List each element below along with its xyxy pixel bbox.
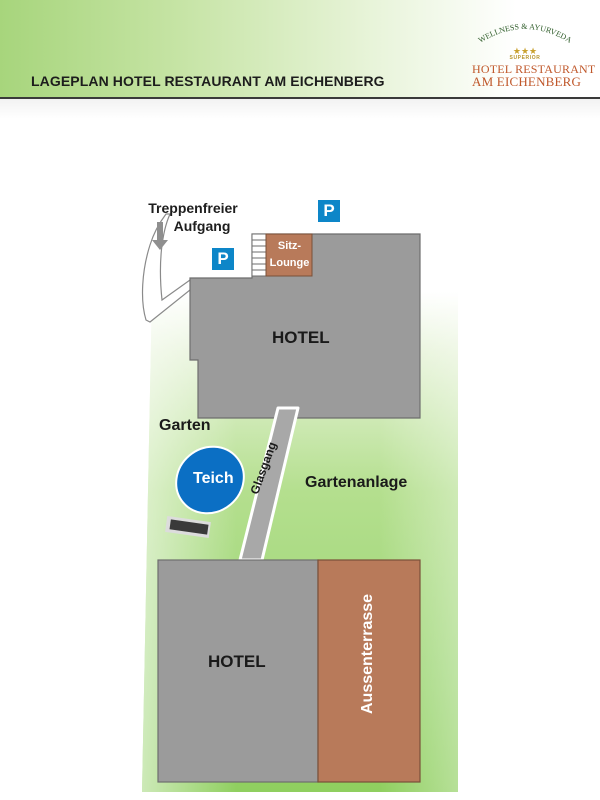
stair-free-access-label: Treppenfreier Aufgang	[143, 199, 243, 235]
logo-stars: ★★★	[513, 46, 537, 56]
parking-sign: P	[318, 200, 340, 222]
parking-sign: P	[212, 248, 234, 270]
entrance-steps	[251, 233, 267, 277]
logo-name-line1: HOTEL RESTAURANT	[472, 62, 596, 76]
garden-grounds-label: Gartenanlage	[305, 474, 408, 491]
pond-label: Teich	[193, 470, 234, 487]
stair-free-access-line1: Treppenfreier	[148, 200, 238, 216]
logo-name-line2: AM EICHENBERG	[472, 74, 582, 89]
stair-free-access-line2: Aufgang	[173, 218, 231, 234]
header-shadow	[0, 99, 600, 119]
header-band	[0, 0, 600, 98]
logo-superior: SUPERIOR	[509, 55, 541, 61]
outdoor-terrace	[317, 559, 421, 783]
sitz-lounge-label: Sitz- Lounge	[266, 238, 313, 272]
garden-bench-icon	[165, 516, 211, 538]
sitz-lounge-line2: Lounge	[269, 257, 310, 269]
garden-label: Garten	[159, 417, 211, 434]
logo-arc-graphic: WELLNESS & AYURVEDA ★★★	[477, 22, 574, 56]
hotel-building-lower	[157, 559, 319, 783]
hotel-upper-label: HOTEL	[272, 328, 330, 347]
pond	[175, 445, 245, 515]
page-title: LAGEPLAN HOTEL RESTAURANT AM EICHENBERG	[31, 73, 385, 89]
sitz-lounge	[265, 233, 313, 277]
hotel-lower-label: HOTEL	[208, 652, 266, 671]
access-arrow-icon	[152, 222, 168, 250]
hotel-logo: WELLNESS & AYURVEDA ★★★ SUPERIOR HOTEL R…	[472, 18, 596, 90]
header-divider	[0, 97, 600, 99]
outdoor-terrace-label: Aussenterrasse	[359, 593, 376, 714]
sitz-lounge-line1: Sitz-	[277, 240, 302, 252]
